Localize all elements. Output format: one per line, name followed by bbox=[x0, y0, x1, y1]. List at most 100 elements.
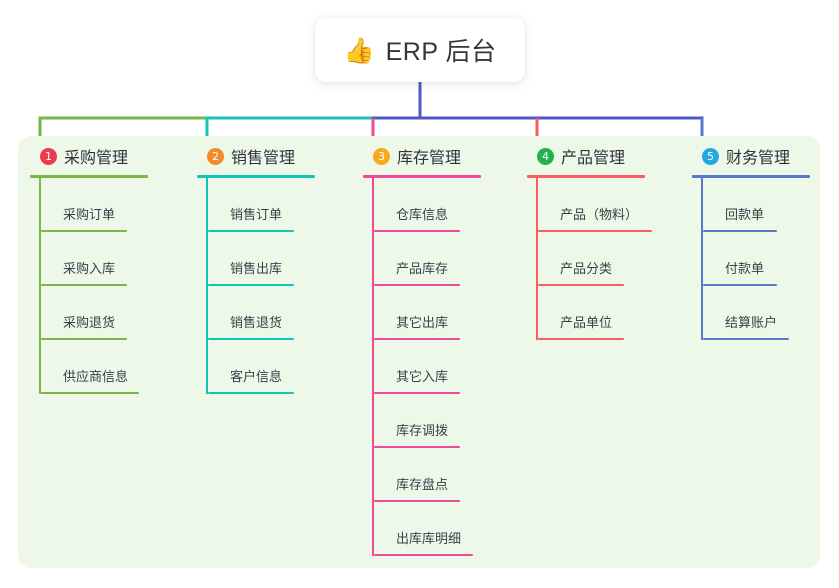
branch-item-rule bbox=[538, 284, 624, 286]
branch-item-rule bbox=[374, 338, 460, 340]
branch-item-label: 供应商信息 bbox=[63, 369, 129, 384]
branch-item-label: 出库库明细 bbox=[396, 531, 462, 546]
branch-spine bbox=[536, 178, 538, 340]
branch-column-2: 2 销售管理销售订单销售出库销售退货客户信息 bbox=[197, 144, 315, 394]
branch-item-rule bbox=[374, 284, 460, 286]
branch-item[interactable]: 销售退货 bbox=[208, 286, 315, 340]
branch-item-rule bbox=[41, 338, 127, 340]
branch-item[interactable]: 产品库存 bbox=[374, 232, 481, 286]
branch-title: 库存管理 bbox=[397, 150, 462, 167]
branch-item[interactable]: 供应商信息 bbox=[41, 340, 148, 394]
branch-header-rule bbox=[363, 175, 481, 178]
branch-header-rule bbox=[197, 175, 315, 178]
branch-item[interactable]: 库存盘点 bbox=[374, 448, 481, 502]
branch-item-label: 库存盘点 bbox=[396, 477, 449, 492]
branch-item-label: 库存调拨 bbox=[396, 423, 449, 438]
branch-item[interactable]: 产品（物料） bbox=[538, 178, 652, 232]
branch-item-label: 销售出库 bbox=[230, 261, 283, 276]
branch-header-2[interactable]: 2 销售管理 bbox=[197, 144, 315, 168]
branch-item-rule bbox=[703, 284, 777, 286]
root-node[interactable]: 👍 ERP 后台 bbox=[315, 18, 525, 82]
branch-item-label: 销售订单 bbox=[230, 207, 283, 222]
branch-item[interactable]: 出库库明细 bbox=[374, 502, 481, 556]
branch-item-label: 其它出库 bbox=[396, 315, 449, 330]
branch-title: 产品管理 bbox=[561, 150, 626, 167]
branch-title: 销售管理 bbox=[231, 150, 296, 167]
branch-header-1[interactable]: 1 采购管理 bbox=[30, 144, 148, 168]
branch-item-label: 产品库存 bbox=[396, 261, 449, 276]
branch-item-rule bbox=[208, 284, 294, 286]
branch-item-label: 结算账户 bbox=[725, 315, 778, 330]
branch-item-rule bbox=[703, 338, 789, 340]
branch-title: 财务管理 bbox=[726, 150, 791, 167]
branch-item[interactable]: 产品单位 bbox=[538, 286, 645, 340]
branch-spine bbox=[206, 178, 208, 394]
branch-item-list: 仓库信息产品库存其它出库其它入库库存调拨库存盘点出库库明细 bbox=[363, 178, 481, 556]
branch-item[interactable]: 销售出库 bbox=[208, 232, 315, 286]
branch-spine bbox=[372, 178, 374, 556]
branch-item-label: 销售退货 bbox=[230, 315, 283, 330]
branch-item-label: 付款单 bbox=[725, 261, 765, 276]
branch-item-list: 销售订单销售出库销售退货客户信息 bbox=[197, 178, 315, 394]
branch-item-list: 回款单付款单结算账户 bbox=[692, 178, 810, 340]
branch-item[interactable]: 付款单 bbox=[703, 232, 810, 286]
branch-item-rule bbox=[374, 230, 460, 232]
branch-item[interactable]: 回款单 bbox=[703, 178, 810, 232]
branch-header-rule bbox=[30, 175, 148, 178]
branch-item[interactable]: 客户信息 bbox=[208, 340, 315, 394]
root-title: ERP 后台 bbox=[385, 38, 497, 66]
branch-item-label: 采购退货 bbox=[63, 315, 116, 330]
branch-item-rule bbox=[208, 392, 294, 394]
branch-item[interactable]: 仓库信息 bbox=[374, 178, 481, 232]
branch-item-rule bbox=[374, 500, 460, 502]
branch-item[interactable]: 产品分类 bbox=[538, 232, 645, 286]
branch-number-badge: 2 bbox=[207, 147, 224, 165]
branch-item-rule bbox=[538, 230, 652, 232]
branch-item-rule bbox=[538, 338, 624, 340]
branch-item-rule bbox=[41, 230, 127, 232]
branch-item-list: 产品（物料） 产品分类产品单位 bbox=[527, 178, 652, 340]
branch-item-rule bbox=[374, 446, 460, 448]
branch-item[interactable]: 库存调拨 bbox=[374, 394, 481, 448]
branch-item-rule bbox=[374, 554, 473, 556]
branch-item[interactable]: 结算账户 bbox=[703, 286, 810, 340]
branch-item-rule bbox=[374, 392, 460, 394]
branch-item-rule bbox=[703, 230, 777, 232]
branch-number-badge: 1 bbox=[40, 147, 57, 165]
branch-number-badge: 5 bbox=[702, 147, 719, 165]
branch-item-label: 产品单位 bbox=[560, 315, 613, 330]
branch-item[interactable]: 其它出库 bbox=[374, 286, 481, 340]
branch-spine bbox=[701, 178, 703, 340]
branch-item-label: 产品（物料） bbox=[560, 207, 639, 222]
branch-item-label: 回款单 bbox=[725, 207, 765, 222]
branch-item[interactable]: 销售订单 bbox=[208, 178, 315, 232]
branch-title: 采购管理 bbox=[64, 150, 129, 167]
branch-header-rule bbox=[527, 175, 645, 178]
branch-header-5[interactable]: 5 财务管理 bbox=[692, 144, 810, 168]
branch-item-rule bbox=[41, 284, 127, 286]
branch-header-rule bbox=[692, 175, 810, 178]
branch-column-1: 1 采购管理采购订单采购入库采购退货供应商信息 bbox=[30, 144, 148, 394]
branch-item-rule bbox=[41, 392, 139, 394]
branch-item-rule bbox=[208, 230, 294, 232]
branch-item-list: 采购订单采购入库采购退货供应商信息 bbox=[30, 178, 148, 394]
branch-item-label: 其它入库 bbox=[396, 369, 449, 384]
branch-item[interactable]: 其它入库 bbox=[374, 340, 481, 394]
branch-item[interactable]: 采购退货 bbox=[41, 286, 148, 340]
branch-column-5: 5 财务管理回款单付款单结算账户 bbox=[692, 144, 810, 340]
branch-item-rule bbox=[208, 338, 294, 340]
branch-item-label: 采购入库 bbox=[63, 261, 116, 276]
branch-item-label: 产品分类 bbox=[560, 261, 613, 276]
thumbs-up-icon: 👍 bbox=[343, 35, 375, 65]
branch-spine bbox=[39, 178, 41, 394]
branch-item[interactable]: 采购入库 bbox=[41, 232, 148, 286]
branch-item-label: 采购订单 bbox=[63, 207, 116, 222]
branch-item[interactable]: 采购订单 bbox=[41, 178, 148, 232]
branch-item-label: 客户信息 bbox=[230, 369, 283, 384]
branches-panel bbox=[18, 136, 820, 568]
